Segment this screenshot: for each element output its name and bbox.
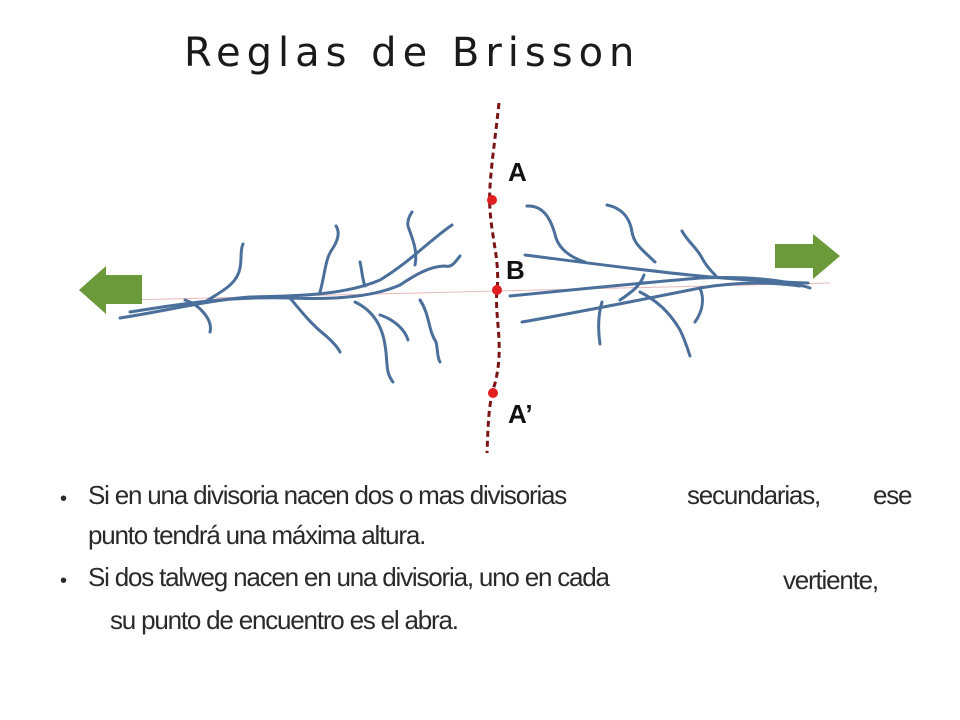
point-a-prime-marker — [488, 388, 498, 398]
divide-line — [485, 102, 501, 454]
label-point-b: B — [506, 255, 525, 285]
bullet-2-line-1-part-b: vertiente, — [783, 565, 879, 595]
right-drainage-network — [508, 203, 812, 358]
arrow-right-icon — [775, 234, 840, 279]
point-a-marker — [487, 195, 497, 205]
bullet-1-line-2: punto tendrá una máxima altura. — [88, 520, 426, 550]
bullet-1-line-1-part-c: ese — [873, 480, 913, 510]
brisson-diagram: A B A’ — [79, 102, 840, 454]
point-b-marker — [492, 285, 502, 295]
slide-title: Reglas de Brisson — [184, 30, 641, 76]
bullet-marker-2: • — [60, 570, 67, 592]
bullet-2-line-2: su punto de encuentro es el abra. — [110, 605, 459, 635]
bullet-1-line-1-part-b: secundarias, — [687, 480, 821, 510]
bullet-1-line-1-part-a: Si en una divisoria nacen dos o mas divi… — [88, 480, 567, 510]
label-point-a: A — [508, 157, 527, 187]
bullet-marker-1: • — [60, 488, 67, 510]
label-point-a-prime: A’ — [508, 399, 533, 429]
arrow-left-icon — [79, 266, 142, 314]
bullet-2-line-1-part-a: Si dos talweg nacen en una divisoria, un… — [88, 562, 610, 592]
left-drainage-network — [118, 210, 462, 384]
